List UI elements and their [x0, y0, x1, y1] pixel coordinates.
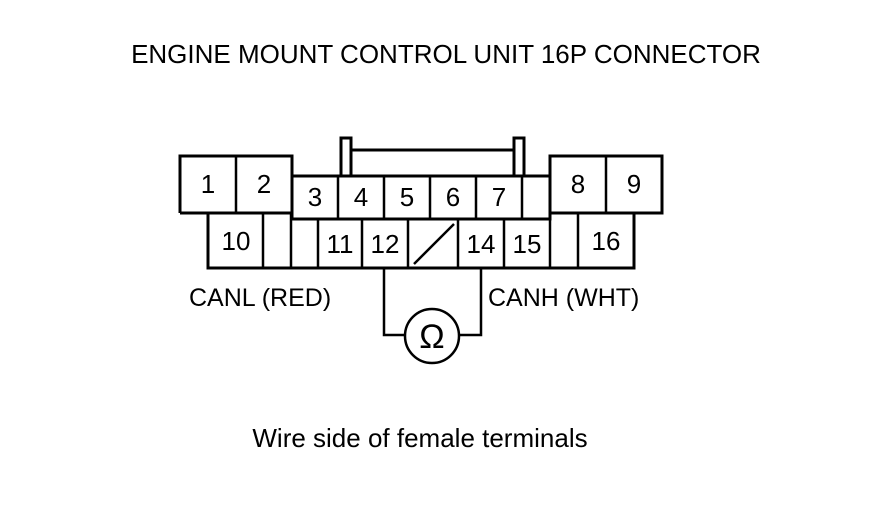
pin-5: 5 [400, 182, 414, 212]
pin-1: 1 [201, 169, 215, 199]
pin-12: 12 [371, 229, 400, 259]
pin-10: 10 [222, 226, 251, 256]
pin-3: 3 [308, 182, 322, 212]
pin-8: 8 [571, 169, 585, 199]
pin-14: 14 [467, 229, 496, 259]
pin-2: 2 [257, 169, 271, 199]
ohm-icon: Ω [419, 318, 444, 356]
empty-cavity-slash [413, 223, 455, 265]
canh-label: CANH (WHT) [488, 284, 639, 312]
diagram-caption: Wire side of female terminals [252, 423, 587, 453]
pin-11: 11 [327, 229, 354, 259]
locking-tab [339, 136, 526, 178]
cavity-dividers [234, 156, 608, 268]
probe-wiring [382, 268, 483, 365]
pin-9: 9 [627, 169, 641, 199]
canl-label: CANL (RED) [189, 284, 331, 312]
pin-16: 16 [592, 226, 621, 256]
pin-4: 4 [354, 182, 368, 212]
pin-7: 7 [492, 182, 506, 212]
connector-body [178, 154, 664, 270]
pin-6: 6 [446, 182, 460, 212]
ohmmeter-circle [403, 307, 461, 365]
diagram-title: ENGINE MOUNT CONTROL UNIT 16P CONNECTOR [131, 39, 761, 69]
pin-numbers: 1 2 3 4 5 6 7 8 9 10 11 12 14 15 16 [201, 169, 641, 259]
pin-15: 15 [513, 229, 542, 259]
